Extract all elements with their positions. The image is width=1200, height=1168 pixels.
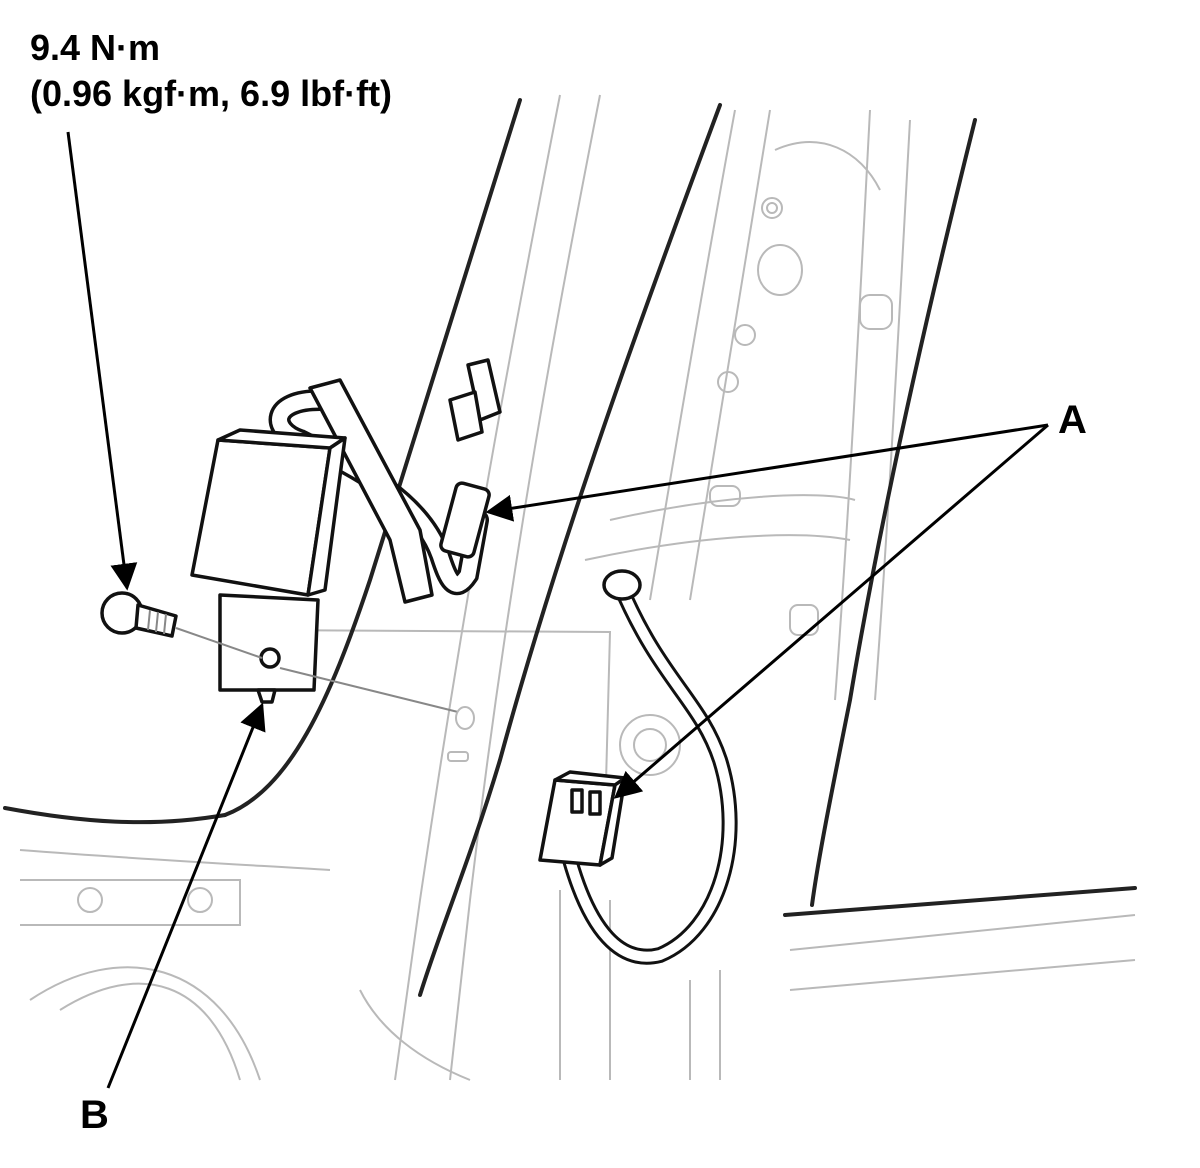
connector-a-lower bbox=[538, 770, 627, 867]
torque-spec-line1: 9.4 N·m bbox=[30, 27, 161, 68]
a-arrow-upper bbox=[485, 423, 1049, 522]
callout-arrows bbox=[66, 131, 1049, 1089]
alignment-lines bbox=[175, 627, 475, 762]
a-arrow-lower bbox=[613, 423, 1049, 799]
lower-harness bbox=[562, 569, 738, 965]
pillar-outline bbox=[3, 98, 1137, 997]
callout-label-a: A bbox=[1058, 398, 1087, 442]
connector-a-upper bbox=[439, 481, 491, 559]
body-panel-ghost-lines bbox=[19, 94, 1136, 1081]
wire-harness bbox=[268, 378, 489, 604]
control-module bbox=[190, 428, 347, 704]
upper-clip bbox=[448, 358, 502, 442]
torque-spec-line2: (0.96 kgf·m, 6.9 lbf·ft) bbox=[30, 73, 393, 114]
torque-arrow bbox=[66, 131, 138, 591]
bolt bbox=[100, 591, 178, 638]
callout-label-b: B bbox=[80, 1093, 109, 1137]
b-arrow bbox=[106, 702, 266, 1089]
